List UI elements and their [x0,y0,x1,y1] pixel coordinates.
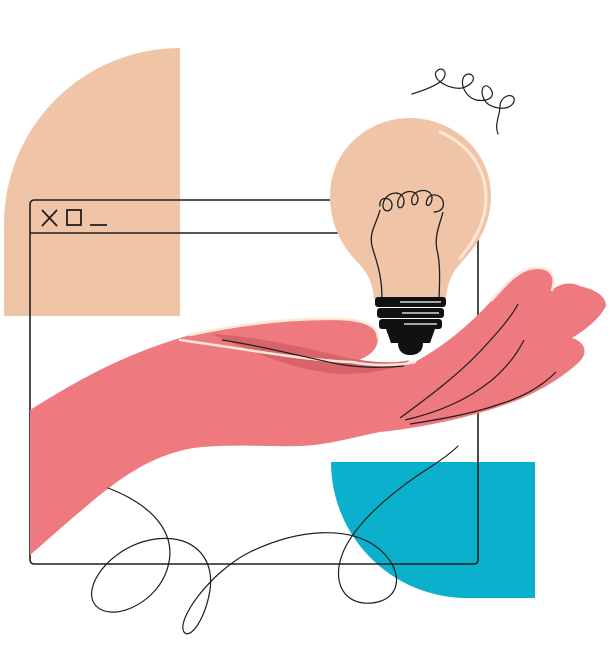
hand-outline-highlight [188,317,380,340]
bulb-glass [330,118,491,299]
teal-quarter-circle [331,462,535,598]
window-controls [41,209,107,227]
close-icon [41,209,58,227]
maximize-icon [66,209,82,226]
squiggle-line-bottom [91,445,459,635]
bulb-base [375,297,446,355]
finger-highlight [490,266,555,302]
light-bulb [330,118,491,355]
finger-crease-1 [399,303,519,419]
open-hand [30,266,606,555]
bulb-stem-left [370,209,383,300]
palm-crease [221,339,405,368]
bulb-filament [379,189,445,213]
bulb-stem-right [435,211,444,300]
finger-crease-2 [404,339,525,421]
thumb-highlight [178,338,417,367]
bulb-highlight [438,130,488,260]
peach-quarter-circle [4,48,180,316]
squiggle-line-top [411,68,515,135]
finger-crease-3 [409,371,557,425]
hand-palm [30,267,606,555]
bulb-base-highlights [400,301,441,325]
